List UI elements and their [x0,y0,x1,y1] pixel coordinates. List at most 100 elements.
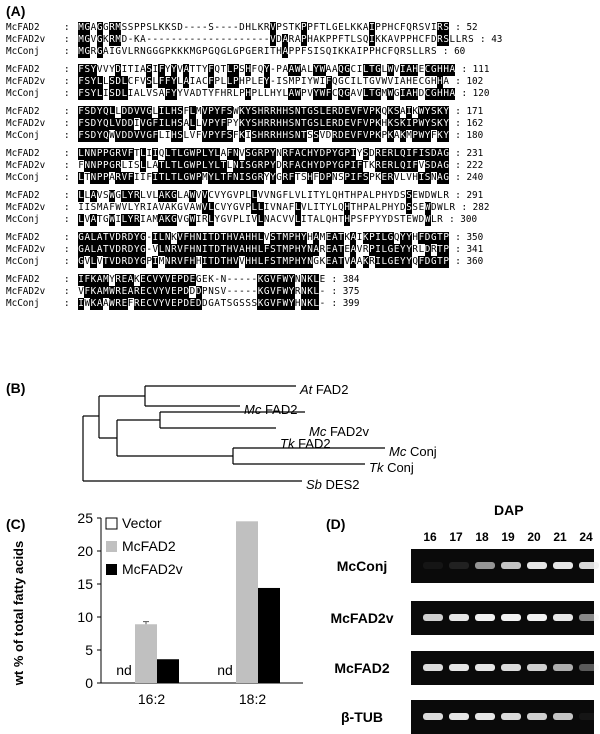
bar-mcfad2-18-2 [236,521,258,683]
y-tick-label: 5 [85,642,93,658]
separator: : [64,286,70,297]
sequence-name: McFAD2v [6,118,46,129]
band [553,713,573,720]
lane-label: 17 [449,530,463,544]
sequence-name: McFAD2 [6,22,40,33]
residue-count: : 111 [461,64,490,75]
lane-label: 16 [423,530,437,544]
sequence-name: McFAD2 [6,148,40,159]
lane-label: 20 [527,530,541,544]
residue-count: : 171 [455,106,484,117]
gel-strip [411,651,599,685]
separator: : [64,148,70,159]
sequence-name: McFAD2 [6,190,40,201]
gene-label: McFAD2v [330,610,394,626]
gene-label: β-TUB [341,709,383,725]
band [501,713,521,720]
band [527,664,547,671]
band [449,562,469,569]
separator: : [64,244,70,255]
tree-branches [82,385,385,482]
sequence-name: McConj [6,214,40,225]
bar-mcfad2v-18-2 [258,587,280,683]
separator: : [64,46,70,57]
band [423,664,443,671]
band [475,713,495,720]
legend-swatch [106,541,117,552]
residue-count: : 102 [455,76,484,87]
taxon-tk-fad2: Tk FAD2 [280,436,331,451]
band [449,664,469,671]
lane-label: 18 [475,530,489,544]
band [423,713,443,720]
sequence-name: McFAD2v [6,160,46,171]
nd-label: nd [116,662,132,678]
residue-count: : 43 [480,34,503,45]
sequence-name: McFAD2v [6,286,46,297]
x-tick-label: 18:2 [239,691,266,707]
separator: : [64,106,70,117]
band [527,713,547,720]
taxon-tk-conj: Tk Conj [369,460,414,475]
gel-strip [411,700,599,734]
sequence-name: McConj [6,130,40,141]
band [579,664,599,671]
residue-count: : 341 [455,244,484,255]
taxon-mc-conj: Mc Conj [389,444,437,459]
taxon-at-fad2: At FAD2 [299,382,348,397]
residue-count: : 384 [331,274,360,285]
sequence-name: McFAD2 [6,232,40,243]
residue-count: : 360 [455,256,484,267]
taxon-mc-fad2: Mc FAD2 [244,402,297,417]
separator: : [64,130,70,141]
sequence-name: McFAD2v [6,76,46,87]
separator: : [64,22,70,33]
band [475,664,495,671]
separator: : [64,76,70,87]
band [527,562,547,569]
taxon-mc-fad2v: Mc FAD2v [309,424,369,439]
y-axis-label: wt % of total fatty acids [11,541,26,686]
y-tick-label: 10 [77,609,93,625]
band [501,614,521,621]
band [553,664,573,671]
band [579,614,599,621]
sequence-name: McConj [6,88,40,99]
separator: : [64,160,70,171]
band [501,664,521,671]
band [579,713,599,720]
separator: : [64,64,70,75]
legend-swatch [106,564,117,575]
residue-count: : 300 [449,214,478,225]
residue-count: : 222 [455,160,484,171]
panel-label-c: (C) [6,516,26,532]
residue-count: : 180 [455,130,484,141]
band [449,713,469,720]
panel-label-a: (A) [6,3,26,19]
sequence-name: McConj [6,172,40,183]
gel-strip [411,549,599,583]
